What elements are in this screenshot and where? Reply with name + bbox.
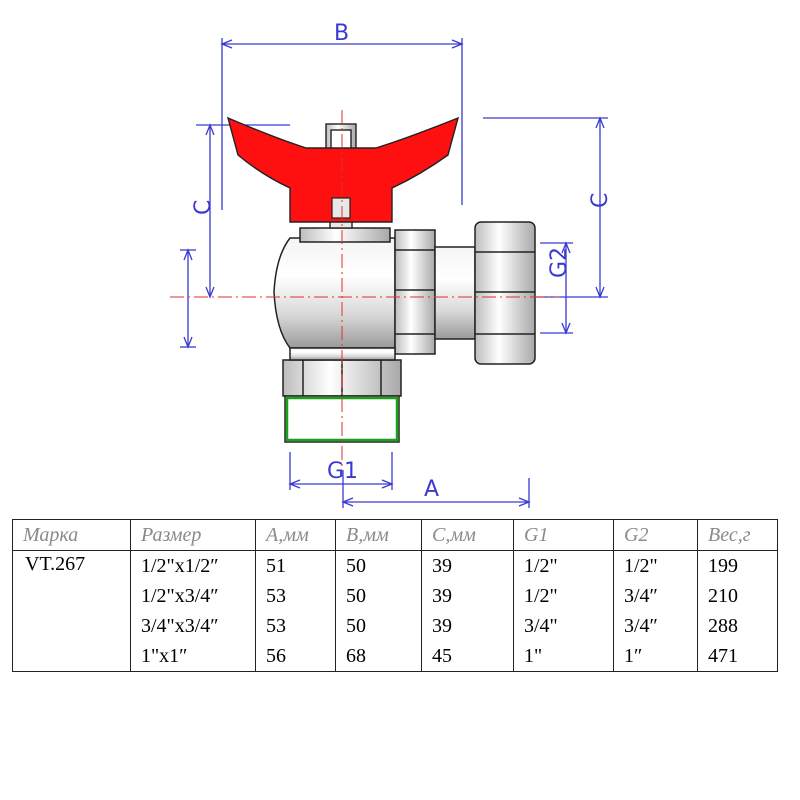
table-cell: 1" (513, 641, 614, 672)
table-cell: 39 (421, 581, 514, 611)
table-cell: 3/4″ (613, 581, 698, 611)
table-cell: 50 (335, 581, 422, 611)
dim-label-g2: G2 (547, 247, 572, 278)
table-cell: 1/2"x3/4″ (130, 581, 256, 611)
valve-body (273, 221, 536, 443)
table-cell: 199 (697, 550, 778, 581)
red-butterfly-handle (226, 116, 460, 223)
table-cell: 3/4″ (613, 611, 698, 641)
dim-label-c-left: C (191, 200, 216, 215)
table-cell: 51 (255, 550, 336, 581)
table-cell: 53 (255, 581, 336, 611)
header-g1: G1 (513, 519, 614, 551)
header-c-mm: C,мм (421, 519, 514, 551)
table-cell: 53 (255, 611, 336, 641)
table-cell: 1/2" (613, 550, 698, 581)
table-row: VT.267 1/2"x1/2″ 51 50 39 1/2" 1/2" 199 (12, 550, 778, 672)
table-row: 1/2"x3/4″ 53 50 39 1/2" 3/4″ 210 (13, 581, 778, 611)
table-cell: 288 (697, 611, 778, 641)
valve-drawing: B C C G2 G1 A (170, 21, 613, 508)
table-cell: 1/2"x1/2″ (130, 550, 256, 581)
table-cell: 1″ (613, 641, 698, 672)
dim-label-a: A (424, 477, 439, 502)
table-cell: 50 (335, 550, 422, 581)
table-cell: 210 (697, 581, 778, 611)
table-cell: 471 (697, 641, 778, 672)
table-row: 3/4"x3/4″ 53 50 39 3/4" 3/4″ 288 (13, 611, 778, 641)
header-brand: Марка (12, 519, 131, 551)
header-a-mm: A,мм (255, 519, 336, 551)
table-cell: 1/2" (513, 581, 614, 611)
table-cell: 39 (421, 611, 514, 641)
table-cell: 1/2" (513, 550, 614, 581)
handle-screw (331, 197, 351, 219)
table-row: 1"x1″ 56 68 45 1" 1″ 471 (13, 641, 778, 672)
table-cell: 3/4"x3/4″ (130, 611, 256, 641)
header-b-mm: B,мм (335, 519, 422, 551)
table-cell: 50 (335, 611, 422, 641)
dim-label-b: B (334, 21, 349, 46)
table-cell: 45 (421, 641, 514, 672)
dim-label-g1: G1 (327, 459, 358, 484)
dim-label-c-right: C (588, 193, 613, 208)
table-cell: 56 (255, 641, 336, 672)
centerlines (170, 110, 560, 470)
header-size: Размер (130, 519, 256, 551)
table-cell: 39 (421, 550, 514, 581)
table-cell: 68 (335, 641, 422, 672)
table-cell: 1"x1″ (130, 641, 256, 672)
specification-table: Марка Размер A,мм B,мм C,мм G1 G2 Вес,г … (12, 519, 778, 672)
table-cell: 3/4" (513, 611, 614, 641)
table-header-row: Марка Размер A,мм B,мм C,мм G1 G2 Вес,г (12, 519, 778, 551)
brand-cell: VT.267 (12, 550, 131, 672)
header-g2: G2 (613, 519, 698, 551)
header-weight: Вес,г (697, 519, 778, 551)
